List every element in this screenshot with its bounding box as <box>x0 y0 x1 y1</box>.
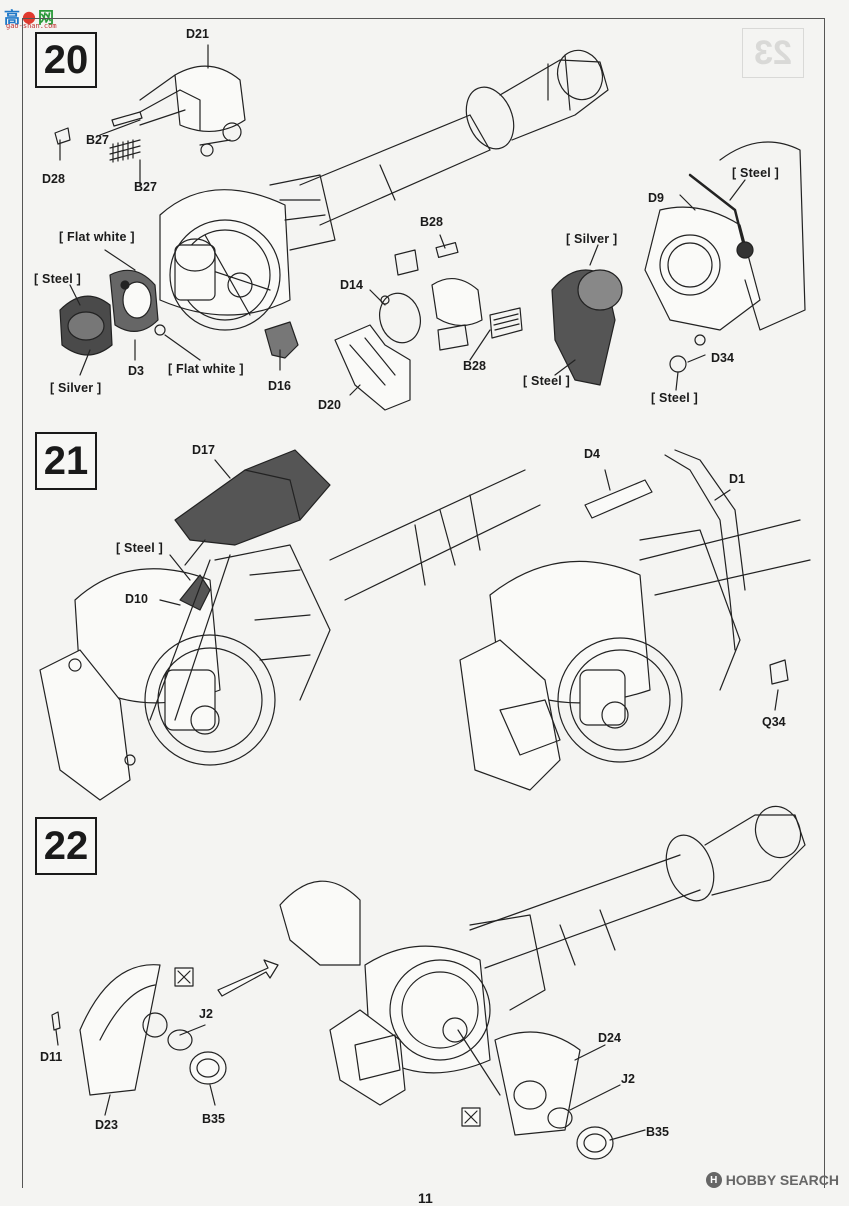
part-label-b27: B27 <box>86 133 109 147</box>
paint-label-silver: [ Silver ] <box>566 232 618 246</box>
part-label-d14: D14 <box>340 278 363 292</box>
part-label-d20: D20 <box>318 398 341 412</box>
part-label-j2: J2 <box>199 1007 213 1021</box>
paint-label-steel: [ Steel ] <box>34 272 81 286</box>
part-label-d23: D23 <box>95 1118 118 1132</box>
paint-label-flat-white: [ Flat white ] <box>59 230 135 244</box>
step-22-number: 22 <box>35 817 97 875</box>
part-label-d24: D24 <box>598 1031 621 1045</box>
step22-art <box>51 805 806 1160</box>
site-logo-char-3: 网 <box>37 8 54 27</box>
part-label-d11: D11 <box>40 1050 63 1064</box>
part-label-d21: D21 <box>186 27 209 41</box>
part-label-d3: D3 <box>128 364 144 378</box>
site-logo-char-1: 高 <box>4 8 21 27</box>
part-label-d34: D34 <box>711 351 734 365</box>
part-label-b28: B28 <box>420 215 443 229</box>
part-label-d28: D28 <box>42 172 65 186</box>
watermark-badge-icon: H <box>705 1172 722 1188</box>
part-label-d10: D10 <box>125 592 148 606</box>
paint-label-silver: [ Silver ] <box>50 381 102 395</box>
frame-top <box>22 18 824 19</box>
paint-label-steel: [ Steel ] <box>523 374 570 388</box>
step-20-number: 20 <box>35 32 97 88</box>
frame-right <box>824 18 825 1188</box>
step20-art <box>54 44 806 411</box>
step-21-number: 21 <box>35 432 97 490</box>
paint-label-steel: [ Steel ] <box>732 166 779 180</box>
part-label-b27: B27 <box>134 180 157 194</box>
part-label-d17: D17 <box>192 443 215 457</box>
part-label-j2: J2 <box>621 1072 635 1086</box>
part-label-d4: D4 <box>584 447 600 461</box>
watermark-text: HOBBY SEARCH <box>725 1172 839 1188</box>
site-logo-url: gao-shan.com <box>6 22 57 30</box>
site-logo: 高 ● 网 <box>4 4 54 28</box>
part-label-b28: B28 <box>463 359 486 373</box>
part-label-b35: B35 <box>646 1125 669 1139</box>
paint-label-steel: [ Steel ] <box>116 541 163 555</box>
page-number: 11 <box>418 1190 433 1206</box>
part-label-q34: Q34 <box>762 715 786 729</box>
part-label-d1: D1 <box>729 472 745 486</box>
part-label-d9: D9 <box>648 191 664 205</box>
paint-label-steel: [ Steel ] <box>651 391 698 405</box>
frame-left <box>22 18 23 1188</box>
part-label-d16: D16 <box>268 379 291 393</box>
part-label-b35: B35 <box>202 1112 225 1126</box>
step21-art <box>39 449 811 801</box>
paint-label-flat-white: [ Flat white ] <box>168 362 244 376</box>
hobby-search-watermark: H HOBBY SEARCH <box>705 1172 839 1188</box>
site-logo-char-2: ● <box>22 6 36 26</box>
